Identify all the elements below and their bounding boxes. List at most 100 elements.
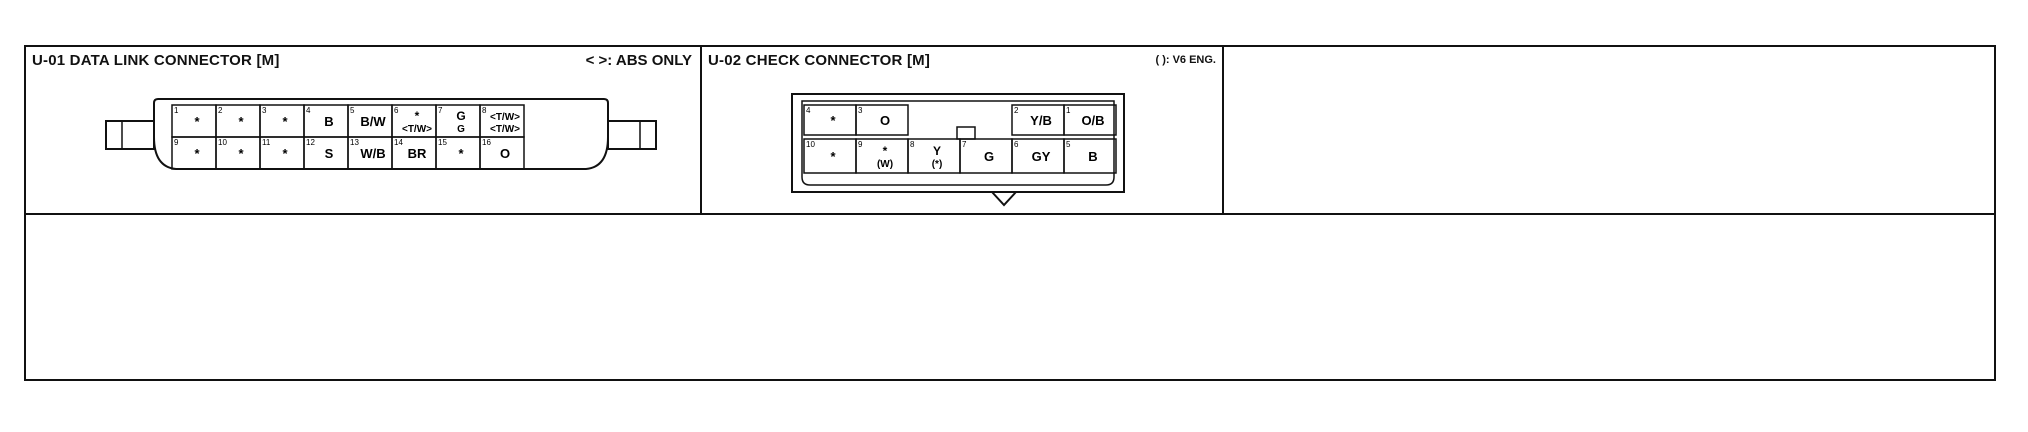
u01-pin-6-number: 6 [394,106,399,115]
u01-right-tab [607,120,657,150]
u02-pin-1-box [1063,104,1117,136]
u02-pin-5-label: B [1088,149,1097,164]
u02-pin-6: 6GY [1011,138,1065,174]
u01-pin-4: 4B [303,104,349,138]
u01-pin-16-number: 16 [482,138,491,147]
u01-pin-15-label: * [458,146,464,161]
u02-pin-8: 8 Y(*) [907,138,961,174]
u01-title: U-01 DATA LINK CONNECTOR [M] [32,52,280,69]
u02-pin-9-sublabel: (W) [877,159,893,170]
u02-pin-5-box [1063,138,1117,174]
u01-pin-14-label: BR [408,146,427,161]
u01-housing [153,98,609,170]
u01-pin-9-number: 9 [174,138,179,147]
u02-pin-7-number: 7 [962,140,967,149]
u01-pin-10-number: 10 [218,138,227,147]
u01-pin-10-label: * [238,146,244,161]
u01-pin-11-number: 11 [262,138,271,147]
u01-pin-16-label: O [500,146,510,161]
u01-pin-9-label: * [194,146,200,161]
u02-pin-9: 9 *(W) [855,138,909,174]
u02-pin-4: 4* [803,104,857,136]
u01-pin-15: 15 * [435,136,481,170]
u01-pin-7-sublabel: G [457,124,465,135]
u01-pin-1: 1* [171,104,217,138]
u01-pin-3-number: 3 [262,106,267,115]
u02-key [956,126,976,140]
u02-inner-frame [801,100,1115,186]
u01-pin-5-number: 5 [350,106,355,115]
u01-pin-5: 5B/W [347,104,393,138]
u01-pin-2-number: 2 [218,106,223,115]
u01-pin-8-number: 8 [482,106,487,115]
u01-pin-6-sublabel: <T/W> [402,124,432,135]
u01-pin-2: 2* [215,104,261,138]
u01-pin-6-label: * [415,109,420,123]
u02-pin-3-number: 3 [858,106,863,115]
panel-u01: U-01 DATA LINK CONNECTOR [M] < >: ABS ON… [26,47,702,213]
u01-pin-12-label: S [325,146,334,161]
u01-pin-10: 10 * [215,136,261,170]
u01-pin-13: 13W/B [347,136,393,170]
u01-pin-9: 9* [171,136,217,170]
u01-left-tab [105,120,155,150]
u01-note: < >: ABS ONLY [585,52,692,69]
u02-pin-2-number: 2 [1014,106,1019,115]
u02-bottom-arrow [991,191,1017,207]
u01-pin-2-label: * [238,114,244,129]
u02-housing [791,93,1125,193]
u02-pin-6-number: 6 [1014,140,1019,149]
u02-title: U-02 CHECK CONNECTOR [M] [708,52,931,69]
u01-pin-4-number: 4 [306,106,311,115]
u02-pin-3: 3O [855,104,909,136]
u01-pin-11: 11 * [259,136,305,170]
u01-pin-16-box [479,136,525,170]
u02-pin-10: 10* [803,138,857,174]
u01-pin-8-sublabel: <T/W> [490,124,520,135]
u01-pin-8: 8<T/W><T/W> [479,104,525,138]
u02-pin-1-number: 1 [1066,106,1071,115]
u02-pin-8-sublabel: (*) [932,159,943,170]
u02-pin-1-label: O/B [1081,113,1104,128]
u02-pin-5: 5B [1063,138,1117,174]
u02-pin-1: 1O/B [1063,104,1117,136]
u01-pin-5-label: B/W [360,114,386,129]
u02-pin-4-label: * [830,113,836,128]
u02-pin-6-label: GY [1032,149,1051,164]
u02-pin-2-label: Y/B [1030,113,1052,128]
u01-pin-15-number: 15 [438,138,447,147]
u01-pin-16: 16O [479,136,525,170]
u01-pin-11-label: * [282,146,288,161]
u01-pin-4-label: B [324,114,333,129]
diagram-frame: U-01 DATA LINK CONNECTOR [M] < >: ABS ON… [24,45,1996,381]
u02-pin-3-box [855,104,909,136]
u01-pin-6: 6 *<T/W> [391,104,437,138]
u02-pin-7: 7G [959,138,1013,174]
u01-pin-1-label: * [194,114,200,129]
u02-note: ( ): V6 ENG. [1155,54,1216,66]
u01-pin-7-label: G [456,109,465,123]
u01-pin-12: 12S [303,136,349,170]
u01-pin-3: 3* [259,104,305,138]
connector-band: U-01 DATA LINK CONNECTOR [M] < >: ABS ON… [26,47,1994,215]
u02-pin-9-number: 9 [858,140,863,149]
u02-pin-9-label: * [883,144,888,158]
u01-pin-1-number: 1 [174,106,179,115]
u02-pin-5-number: 5 [1066,140,1071,149]
u01-pin-14-number: 14 [394,138,403,147]
u01-pin-3-label: * [282,114,288,129]
u02-pin-7-label: G [984,149,994,164]
u01-pin-12-number: 12 [306,138,315,147]
u01-pin-8-label: <T/W> [490,112,520,123]
u02-pin-4-number: 4 [806,106,811,115]
u01-pin-13-number: 13 [350,138,359,147]
u01-pin-13-label: W/B [360,146,385,161]
u02-pin-3-label: O [880,113,890,128]
u02-pin-10-label: * [830,149,836,164]
u02-pin-8-number: 8 [910,140,915,149]
u02-pin-8-label: Y [933,144,941,158]
